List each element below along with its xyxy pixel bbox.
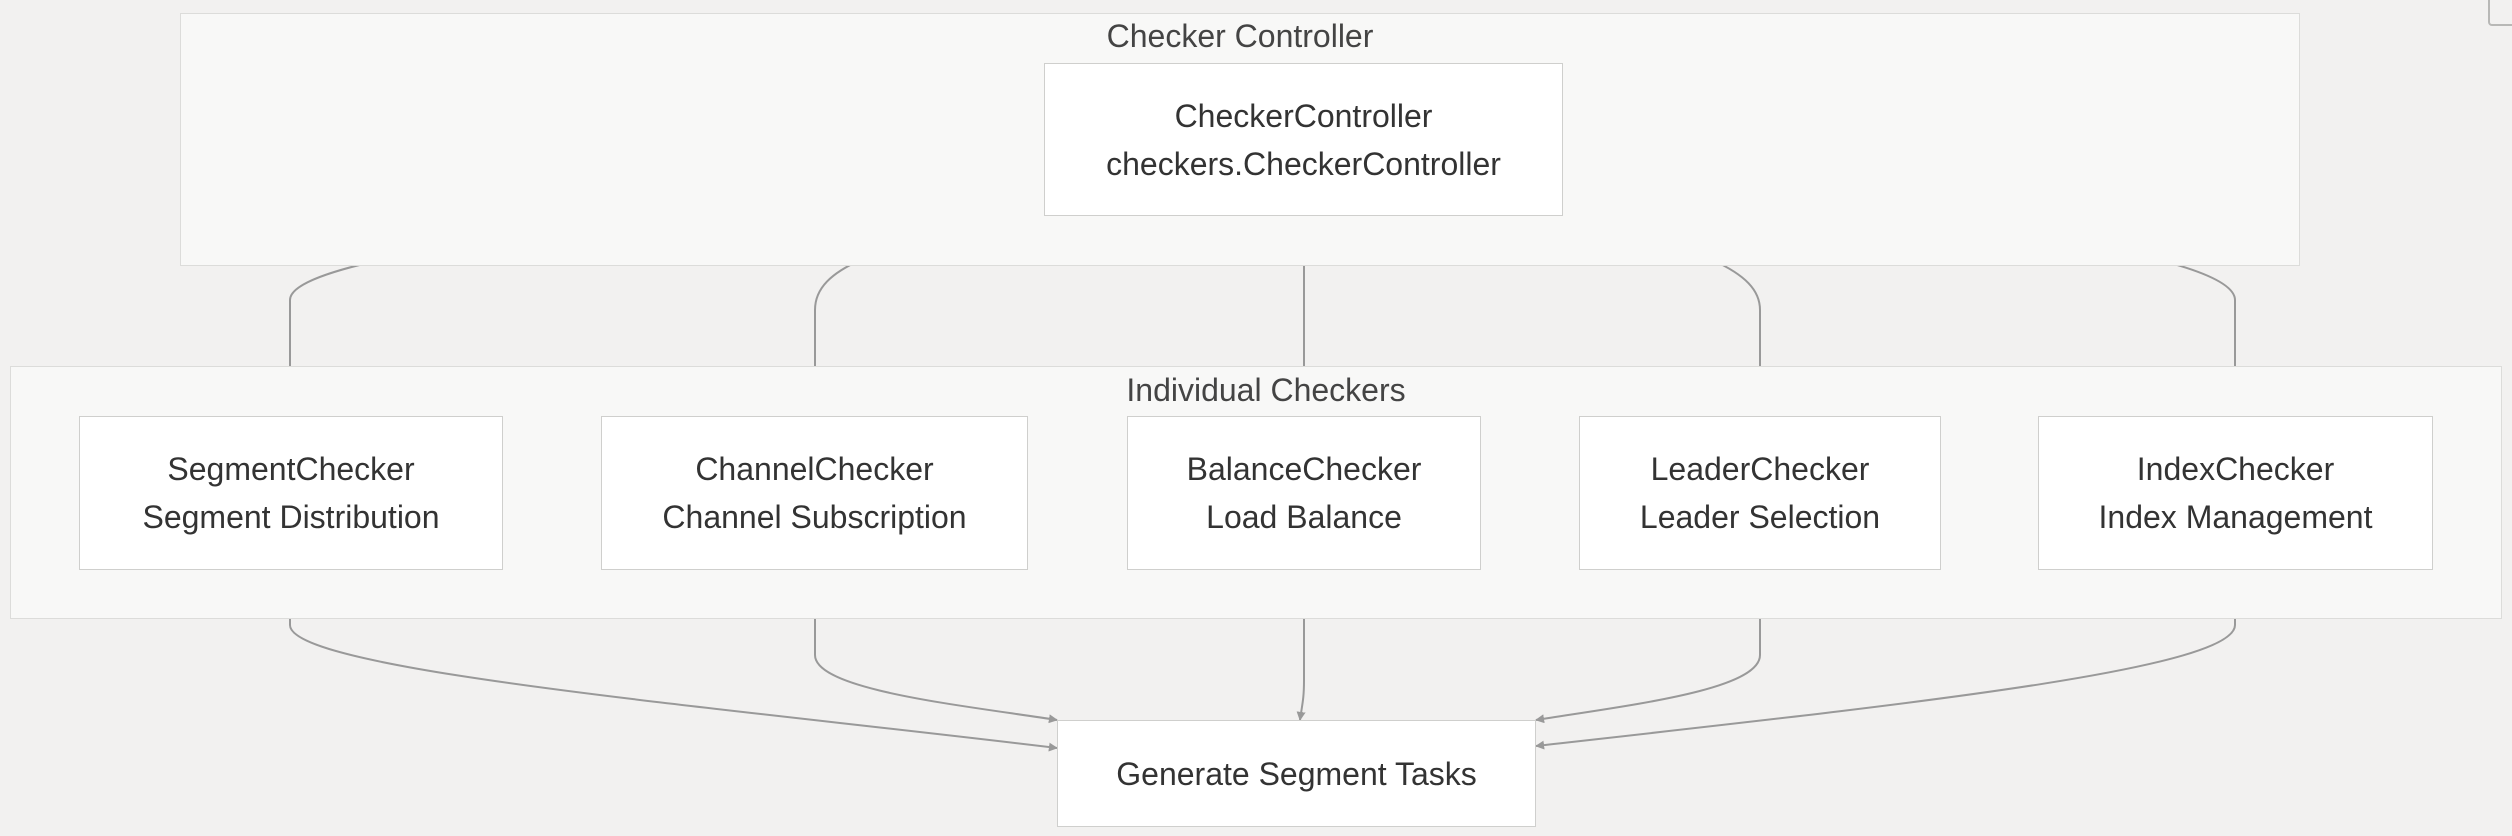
node-title: SegmentChecker (167, 451, 415, 487)
leader-checker-node[interactable]: LeaderChecker Leader Selection (1579, 416, 1941, 570)
edge-channel-to-tasks (814, 570, 1058, 724)
edge-index-to-tasks (1535, 570, 2236, 750)
index-checker-node[interactable]: IndexChecker Index Management (2038, 416, 2433, 570)
node-subtitle: Index Management (2098, 499, 2373, 535)
segment-checker-node[interactable]: SegmentChecker Segment Distribution (79, 416, 503, 570)
generate-segment-tasks-node[interactable]: Generate Segment Tasks (1057, 720, 1536, 827)
node-subtitle: Segment Distribution (142, 499, 440, 535)
node-title: BalanceChecker (1186, 451, 1422, 487)
channel-checker-node[interactable]: ChannelChecker Channel Subscription (601, 416, 1028, 570)
node-subtitle: checkers.CheckerController (1106, 145, 1501, 182)
edge-balance-to-tasks (1296, 570, 1306, 721)
node-title: ChannelChecker (695, 451, 934, 487)
node-subtitle: Leader Selection (1639, 499, 1881, 535)
node-title: Generate Segment Tasks (1116, 755, 1477, 792)
node-title: CheckerController (1174, 97, 1433, 134)
cluster-title: Individual Checkers (1126, 372, 1406, 408)
node-subtitle: Load Balance (1206, 499, 1402, 535)
edge-leader-to-tasks (1535, 570, 1761, 724)
balance-checker-node[interactable]: BalanceChecker Load Balance (1127, 416, 1481, 570)
edge-segment-to-tasks (289, 570, 1058, 752)
node-title: IndexChecker (2136, 451, 2335, 487)
checker-controller-node[interactable]: CheckerController checkers.CheckerContro… (1044, 63, 1563, 216)
cluster-title: Checker Controller (1106, 18, 1374, 54)
expand-icon[interactable] (2488, 0, 2512, 26)
node-title: LeaderChecker (1650, 451, 1870, 487)
node-subtitle: Channel Subscription (662, 499, 967, 535)
